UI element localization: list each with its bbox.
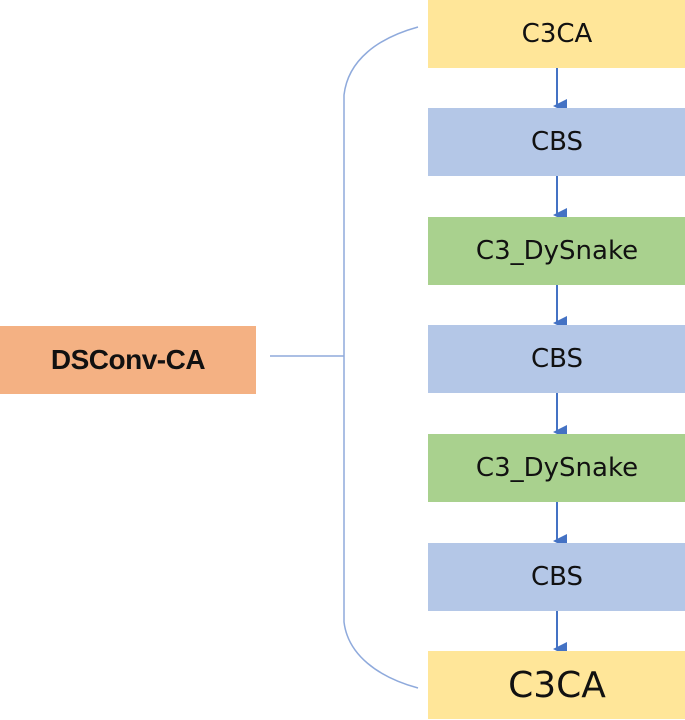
- stack-block-label: CBS: [530, 562, 584, 592]
- stack-block-label: C3CA: [508, 664, 606, 706]
- stack-block-label: CBS: [530, 344, 584, 374]
- dsconv-ca-label: DSConv-CA: [50, 344, 206, 375]
- grouping-brace: [343, 26, 419, 689]
- stack-block-3-c3-dysnake: C3_DySnake: [428, 217, 685, 285]
- dsconv-ca-block: DSConv-CA: [0, 326, 256, 394]
- stack-block-6-cbs: CBS: [428, 543, 685, 611]
- stack-block-1-c3ca: C3CA: [428, 0, 685, 68]
- stack-block-4-cbs: CBS: [428, 325, 685, 393]
- stack-block-label: C3_DySnake: [475, 453, 639, 483]
- stack-block-label: C3CA: [521, 19, 593, 49]
- stack-block-5-c3-dysnake: C3_DySnake: [428, 434, 685, 502]
- stack-block-label: CBS: [530, 127, 584, 157]
- stack-block-label: C3_DySnake: [475, 236, 639, 266]
- stack-block-7-c3ca: C3CA: [428, 651, 685, 719]
- stack-block-2-cbs: CBS: [428, 108, 685, 176]
